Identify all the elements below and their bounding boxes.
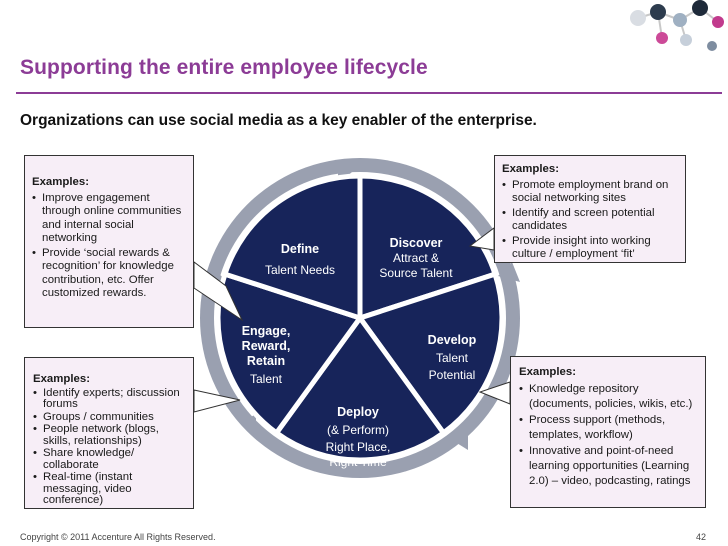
- page-title: Supporting the entire employee lifecycle: [20, 56, 428, 79]
- box-header: Examples:: [32, 176, 89, 188]
- box-header: Examples:: [519, 366, 576, 378]
- page-number: 42: [695, 532, 706, 542]
- develop-line2: Potential: [428, 368, 476, 382]
- develop-line1: Talent: [435, 351, 469, 365]
- ring-arrow-right: [498, 262, 520, 282]
- engage-text: Talent: [249, 372, 283, 386]
- segment-deploy: Deploy (& Perform) Right Place, Right Ti…: [310, 405, 406, 470]
- list-item: Knowledge repository (documents, policie…: [519, 382, 699, 412]
- define-text: Talent Needs: [264, 263, 336, 277]
- segment-engage: Engage, Reward, Retain Talent: [230, 324, 302, 389]
- list-item: Improve engagement through online commun…: [32, 192, 187, 246]
- box-header: Examples:: [502, 163, 559, 175]
- list-item: Groups / communities: [33, 411, 187, 424]
- discover-line2: Source Talent: [379, 266, 453, 280]
- ring-arrow-bottom-left: [242, 414, 256, 432]
- segment-define: Define Talent Needs: [254, 242, 346, 283]
- copyright-text: Copyright © 2011 Accenture All Rights Re…: [20, 532, 216, 542]
- develop-title: Develop: [427, 333, 477, 347]
- examples-box-engage: Examples: Improve engagement through onl…: [24, 155, 194, 328]
- list-item: Provide insight into working culture / e…: [502, 235, 679, 262]
- define-title: Define: [280, 242, 320, 256]
- segment-shape-deploy: [273, 313, 447, 463]
- engage-title-2: Reward,: [241, 339, 291, 353]
- engage-title-3: Retain: [246, 354, 286, 368]
- list-item: Identify experts; discussion forums: [33, 387, 187, 411]
- list-item: Identify and screen potential candidates: [502, 207, 679, 234]
- list-item: Real-time (instant messaging, video conf…: [33, 471, 187, 507]
- discover-title: Discover: [389, 236, 443, 250]
- title-divider: [16, 92, 722, 94]
- segment-develop: Develop Talent Potential: [412, 333, 492, 383]
- deploy-line2: Right Place,: [325, 440, 391, 454]
- list-item: Provide ‘social rewards & recognition’ f…: [32, 247, 187, 301]
- callout-arrow-bottom-left: [193, 389, 241, 413]
- ring-arrow-bottom-right: [452, 432, 468, 450]
- callout-arrow-top-left: [193, 261, 244, 322]
- list-item: Innovative and point-of-need learning op…: [519, 444, 699, 489]
- list-item: Share knowledge/ collaborate: [33, 447, 187, 471]
- page-subtitle: Organizations can use social media as a …: [20, 112, 537, 129]
- molecule-graphic: [630, 0, 724, 51]
- list-item: Promote employment brand on social netwo…: [502, 179, 679, 206]
- list-item: People network (blogs, skills, relations…: [33, 423, 187, 447]
- deploy-title: Deploy: [337, 405, 379, 419]
- box-header: Examples:: [33, 373, 90, 385]
- examples-box-discover: Examples: Promote employment brand on so…: [494, 155, 686, 263]
- examples-box-deploy: Examples: Identify experts; discussion f…: [24, 357, 194, 509]
- examples-box-develop: Examples: Knowledge repository (document…: [510, 356, 706, 508]
- segment-discover: Discover Attract & Source Talent: [368, 236, 464, 281]
- discover-line1: Attract &: [392, 251, 439, 265]
- engage-title-1: Engage,: [241, 324, 291, 338]
- deploy-line3: Right Time: [329, 455, 387, 469]
- deploy-line1: (& Perform): [326, 423, 389, 437]
- segment-shape-develop: [355, 270, 505, 437]
- list-item: Process support (methods, templates, wor…: [519, 413, 699, 443]
- segment-shape-define: [221, 173, 363, 322]
